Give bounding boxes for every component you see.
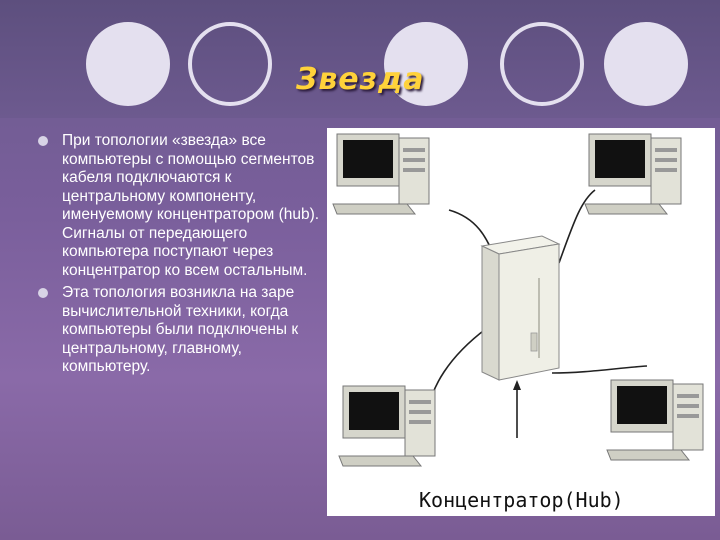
bullet-text-2: Эта топология возникла на заре вычислите…: [62, 284, 299, 375]
cable-bottom-right: [551, 365, 648, 374]
computer-icon: [606, 379, 704, 461]
computer-icon: [338, 385, 436, 467]
decor-circle-1: [86, 22, 170, 106]
decor-circle-3: [384, 22, 468, 106]
star-topology-diagram: Концентратор(Hub): [327, 128, 715, 516]
pointer-arrow-icon: [513, 380, 521, 390]
hub-icon: [480, 235, 561, 381]
decor-circle-4: [500, 22, 584, 106]
bullet-item-1: При топологии «звезда» все компьютеры с …: [38, 132, 324, 280]
slide-title: Звезда: [296, 62, 425, 97]
bullet-list: При топологии «звезда» все компьютеры с …: [38, 132, 324, 381]
cable-top-right: [558, 189, 596, 264]
bullet-item-2: Эта топология возникла на заре вычислите…: [38, 284, 324, 377]
computer-icon: [332, 133, 430, 215]
computer-icon: [584, 133, 682, 215]
cable-bottom-left: [428, 327, 488, 409]
bullet-dot-icon: [38, 136, 48, 146]
topology-svg: [332, 133, 704, 467]
decor-circle-2: [188, 22, 272, 106]
decor-circle-5: [604, 22, 688, 106]
bullet-dot-icon: [38, 288, 48, 298]
bullet-text-1: При топологии «звезда» все компьютеры с …: [62, 132, 320, 279]
hub-caption: Концентратор(Hub): [419, 488, 624, 512]
